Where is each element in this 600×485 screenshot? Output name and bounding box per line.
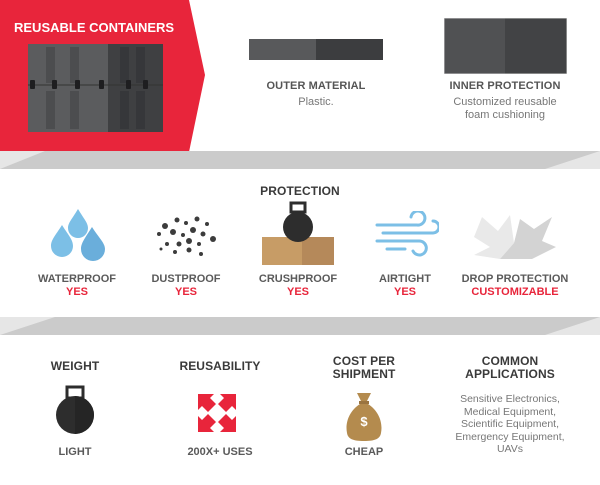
inner-protection-swatch — [444, 18, 567, 74]
weight-on-box-icon — [262, 201, 334, 265]
impact-burst-icon — [472, 213, 556, 259]
application-item: Sensitive Electronics, — [460, 393, 560, 405]
drop-protection-label: DROP PROTECTION — [461, 273, 569, 285]
water-drops-icon — [48, 207, 108, 261]
applications-title-2: APPLICATIONS — [465, 367, 555, 381]
waterproof-label: WATERPROOF — [37, 273, 116, 285]
kettlebell-icon — [54, 385, 96, 435]
airtight-label: AIRTIGHT — [379, 273, 431, 285]
outer-material-title: OUTER MATERIAL — [266, 80, 366, 92]
recycle-arrows-icon — [194, 390, 240, 436]
waterproof-value: YES — [65, 286, 88, 298]
cost-title-1: COST PER — [332, 354, 396, 368]
crushproof-label: CRUSHPROOF — [258, 273, 338, 285]
applications-title-1: COMMON — [481, 354, 539, 368]
crushproof-value: YES — [286, 286, 309, 298]
weight-value: LIGHT — [58, 446, 92, 458]
dustproof-label: DUSTPROOF — [151, 273, 221, 285]
weight-title: WEIGHT — [50, 359, 100, 373]
application-item: Emergency Equipment, — [455, 430, 565, 443]
inner-protection-title: INNER PROTECTION — [449, 80, 561, 92]
hero-title: REUSABLE CONTAINERS — [14, 20, 175, 35]
airtight-value: YES — [393, 286, 416, 298]
protection-title: PROTECTION — [260, 184, 340, 198]
dustproof-value: YES — [174, 286, 197, 298]
money-bag-icon — [345, 391, 383, 441]
application-item: Scientific Equipment, — [460, 418, 560, 430]
dust-particles-icon — [153, 214, 219, 258]
reusability-title: REUSABILITY — [179, 359, 261, 373]
inner-protection-desc-1: Customized reusable — [453, 96, 557, 108]
cost-value: CHEAP — [344, 446, 384, 458]
container-image — [28, 44, 163, 132]
application-item: UAVs — [496, 443, 524, 455]
divider-band — [0, 317, 600, 335]
money-bag-symbol: $ — [360, 414, 368, 429]
application-item: Medical Equipment, — [463, 405, 557, 418]
divider-band — [0, 151, 600, 169]
applications-list: Sensitive Electronics, Medical Equipment… — [440, 393, 580, 456]
outer-material-swatch — [249, 39, 383, 60]
outer-material-desc: Plastic. — [298, 96, 334, 108]
reusability-value: 200X+ USES — [187, 446, 253, 458]
drop-protection-value: CUSTOMIZABLE — [471, 286, 559, 298]
wind-icon — [375, 211, 439, 257]
cost-title-2: SHIPMENT — [332, 367, 396, 381]
inner-protection-desc-2: foam cushioning — [464, 109, 546, 121]
